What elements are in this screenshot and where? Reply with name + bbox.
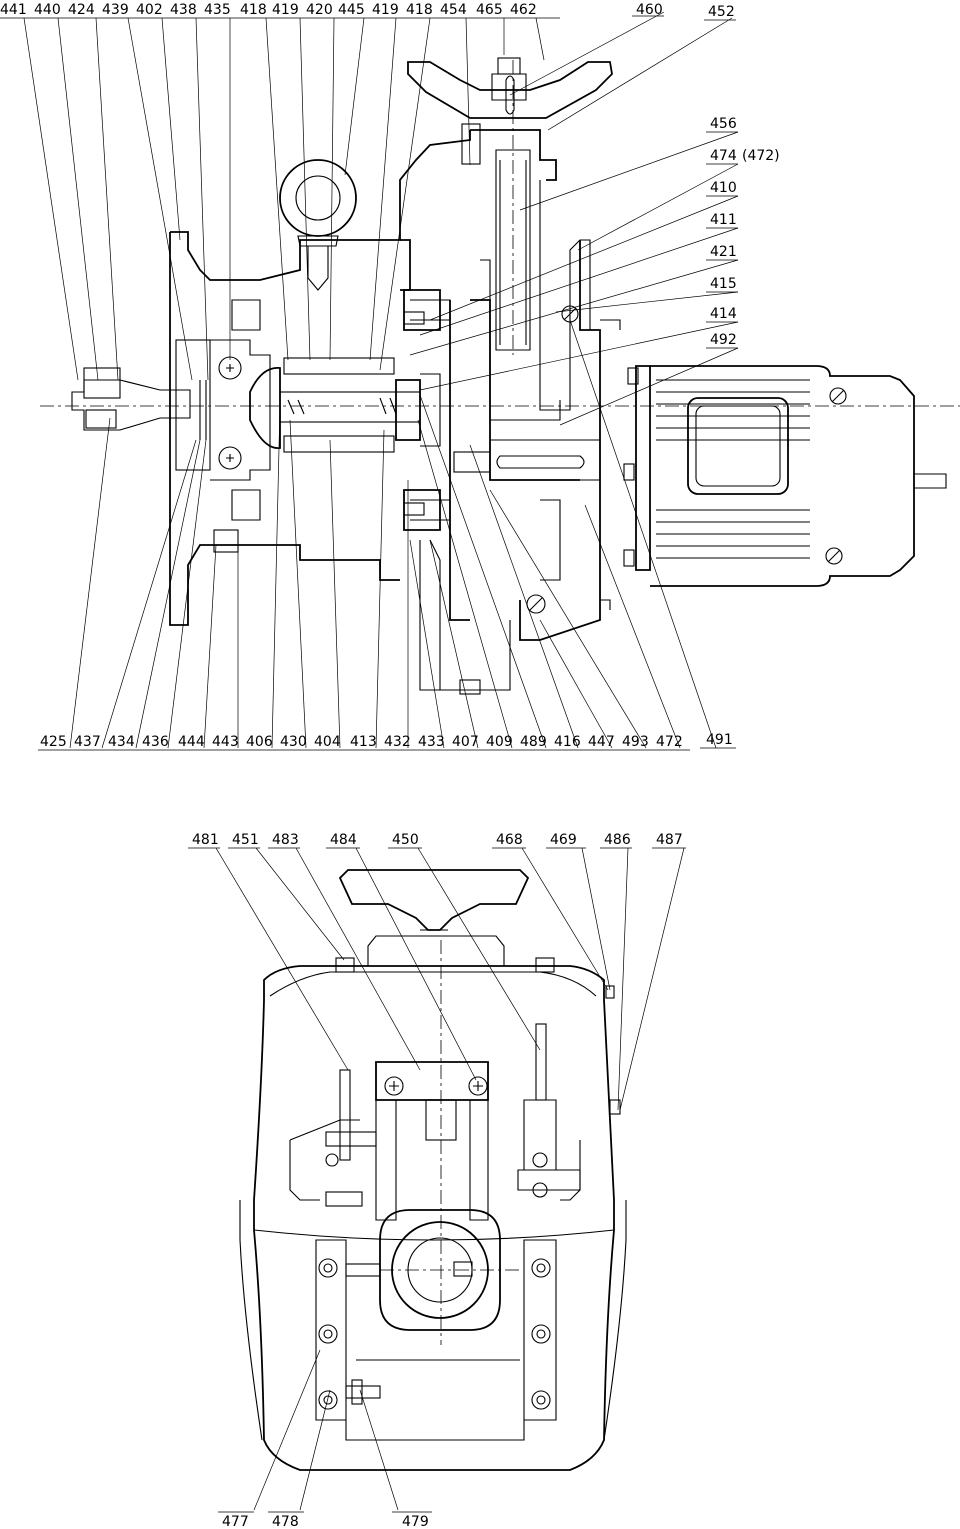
label-478: 478 xyxy=(272,1514,299,1529)
label-424: 424 xyxy=(68,2,95,18)
label-433: 433 xyxy=(418,734,445,750)
label-465: 465 xyxy=(476,2,503,18)
electric-motor xyxy=(623,365,947,587)
label-479: 479 xyxy=(402,1514,429,1529)
label-491: 491 xyxy=(706,732,733,748)
pinion-shaft xyxy=(249,357,441,453)
central-hub xyxy=(379,1209,520,1331)
label-411: 411 xyxy=(710,212,737,228)
label-468: 468 xyxy=(496,832,523,848)
label-483: 483 xyxy=(272,832,299,848)
right-gear-housing xyxy=(453,240,621,641)
label-435: 435 xyxy=(204,2,231,18)
label-447: 447 xyxy=(588,734,615,750)
label-416: 416 xyxy=(554,734,581,750)
label-489: 489 xyxy=(520,734,547,750)
output-shaft xyxy=(40,367,960,431)
label-407: 407 xyxy=(452,734,479,750)
label-462: 462 xyxy=(510,2,537,18)
label-487: 487 xyxy=(656,832,683,848)
bottom-view-labels: 481 451 483 484 450 468 469 486 487 477 … xyxy=(188,832,686,1529)
label-445: 445 xyxy=(338,2,365,18)
label-434: 434 xyxy=(108,734,135,750)
outer-housing xyxy=(239,957,627,1471)
label-418: 418 xyxy=(240,2,267,18)
vertical-shaft xyxy=(407,57,613,421)
bottom-front-view xyxy=(215,847,685,1511)
label-443: 443 xyxy=(212,734,239,750)
label-410: 410 xyxy=(710,180,737,196)
label-413: 413 xyxy=(350,734,377,750)
leader-lines-right xyxy=(409,131,739,426)
label-441: 441 xyxy=(0,2,27,18)
label-430: 430 xyxy=(280,734,307,750)
label-474: 474 xyxy=(710,148,737,164)
label-456: 456 xyxy=(710,116,737,132)
label-472: 472 xyxy=(656,734,683,750)
housing-flange xyxy=(169,130,471,626)
label-418b: 418 xyxy=(406,2,433,18)
top-sectional-view xyxy=(23,11,960,749)
label-420: 420 xyxy=(306,2,333,18)
label-493: 493 xyxy=(622,734,649,750)
label-481: 481 xyxy=(192,832,219,848)
label-439: 439 xyxy=(102,2,129,18)
leader-lines-bottom-view-bottom xyxy=(253,1349,399,1511)
label-454: 454 xyxy=(440,2,467,18)
label-404: 404 xyxy=(314,734,341,750)
label-469: 469 xyxy=(550,832,577,848)
label-440: 440 xyxy=(34,2,61,18)
label-484: 484 xyxy=(330,832,357,848)
leader-lines-bottom xyxy=(69,319,717,749)
label-444: 444 xyxy=(178,734,205,750)
label-492: 492 xyxy=(710,332,737,348)
label-436: 436 xyxy=(142,734,169,750)
eye-bolt xyxy=(279,159,357,291)
label-438: 438 xyxy=(170,2,197,18)
label-409: 409 xyxy=(486,734,513,750)
leader-lines-top xyxy=(23,11,733,381)
leader-lines-bottom-view-top xyxy=(215,847,685,1111)
label-460: 460 xyxy=(636,2,663,18)
label-419: 419 xyxy=(272,2,299,18)
label-451: 451 xyxy=(232,832,259,848)
handwheel xyxy=(338,869,530,967)
label-486: 486 xyxy=(604,832,631,848)
label-414: 414 xyxy=(710,306,737,322)
label-421: 421 xyxy=(710,244,737,260)
side-rails xyxy=(315,1239,557,1441)
label-419b: 419 xyxy=(372,2,399,18)
label-477: 477 xyxy=(222,1514,249,1529)
label-432: 432 xyxy=(384,734,411,750)
label-437: 437 xyxy=(74,734,101,750)
label-406: 406 xyxy=(246,734,273,750)
label-452: 452 xyxy=(708,4,735,20)
label-472-paren: (472) xyxy=(742,148,780,164)
label-425: 425 xyxy=(40,734,67,750)
label-402: 402 xyxy=(136,2,163,18)
top-view-labels: 441 440 424 439 402 438 435 418 419 420 … xyxy=(0,2,780,751)
label-450: 450 xyxy=(392,832,419,848)
label-415: 415 xyxy=(710,276,737,292)
